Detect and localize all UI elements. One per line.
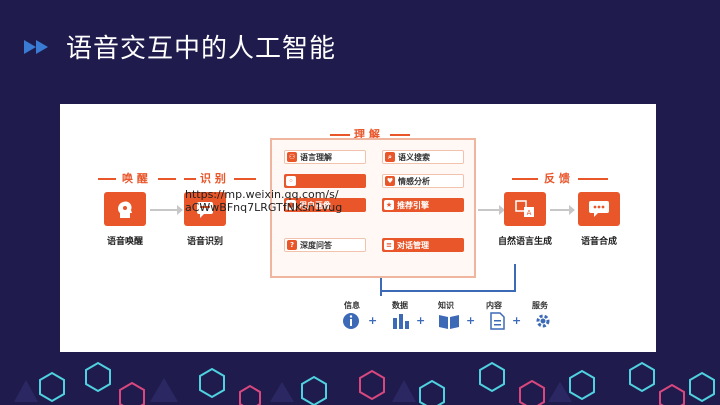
foundation-label: 数据 — [392, 301, 408, 310]
foundation-label: 服务 — [532, 301, 548, 310]
wake-head-icon — [104, 192, 146, 226]
understand-item-label: 推荐引擎 — [397, 200, 429, 210]
emotion-icon: ♥ — [385, 176, 395, 186]
understand-item: ⌕ 语义搜索 — [382, 150, 464, 164]
understand-item-label: 对话管理 — [397, 240, 429, 250]
understand-item-label: 用户画像 — [299, 200, 331, 210]
info-icon — [343, 313, 359, 329]
understand-item-label: 情感分析 — [398, 176, 430, 186]
understand-item: ≡ 对话管理 — [382, 238, 464, 252]
document-icon — [490, 312, 505, 330]
people-icon: ⚇ — [287, 152, 297, 162]
voice-ai-diagram: 唤 醒 识 别 理 解 反 馈 语音唤醒 语音识别 ⚇ 语言理解 ◦ ● 用户画… — [60, 104, 656, 352]
understand-item: ★ 推荐引擎 — [382, 198, 464, 212]
svg-text:A: A — [527, 209, 532, 217]
url-line: https://mp.weixin.qq.com/s/ — [185, 188, 339, 201]
book-icon — [439, 315, 459, 329]
user-icon: ● — [286, 200, 296, 210]
connector-line — [380, 278, 382, 290]
double-chevron-icon — [24, 38, 54, 56]
speech-bubble-icon — [578, 192, 620, 226]
divider — [390, 134, 410, 136]
connector-line — [514, 264, 516, 292]
divider — [184, 178, 196, 180]
section-label-feedback: 反 馈 — [544, 172, 570, 185]
source-url-watermark: https://mp.weixin.qq.com/s/ aCWwBFnq7LRG… — [185, 188, 342, 214]
understand-item-label: 深度问答 — [300, 240, 332, 250]
divider — [512, 178, 538, 180]
dialog-icon: ≡ — [384, 240, 394, 250]
understand-item: ● 用户画像 — [284, 198, 366, 212]
recognize-icon — [184, 192, 226, 226]
step-caption-synthesize: 语音合成 — [580, 237, 617, 247]
connector-line — [380, 290, 516, 292]
section-label-recognize: 识 别 — [200, 172, 226, 185]
section-label-wake: 唤 醒 — [122, 172, 148, 185]
language-generate-icon: A — [504, 192, 546, 226]
understand-item: ? 深度问答 — [284, 238, 366, 252]
recommend-icon: ★ — [384, 200, 394, 210]
understand-item-label: 语义搜索 — [398, 152, 430, 162]
divider — [578, 178, 608, 180]
divider — [158, 178, 176, 180]
plus-sign: + — [512, 314, 522, 327]
flow-arrow — [550, 205, 575, 215]
understand-item: ⚇ 语言理解 — [284, 150, 366, 164]
understand-item: ♥ 情感分析 — [382, 174, 464, 188]
slide-title: 语音交互中的人工智能 — [66, 34, 337, 64]
qa-icon: ? — [287, 240, 297, 250]
bar-chart-icon — [393, 314, 409, 329]
flow-arrow — [478, 205, 505, 215]
step-caption-recognize: 语音识别 — [186, 237, 223, 247]
understand-item-label: 语言理解 — [300, 152, 332, 162]
foundation-label: 内容 — [486, 301, 502, 310]
hexagon-decoration — [14, 361, 715, 405]
bubble-icon: ◦ — [286, 176, 296, 186]
step-caption-generate: 自然语言生成 — [497, 237, 552, 247]
divider — [234, 178, 256, 180]
section-label-understand: 理 解 — [354, 128, 380, 141]
connector-line — [380, 290, 382, 296]
plus-sign: + — [416, 314, 426, 327]
divider — [98, 178, 116, 180]
search-icon: ⌕ — [385, 152, 395, 162]
url-line: aCWwBFnq7LRGTfNKsn1vug — [185, 201, 343, 214]
flow-arrow — [150, 205, 183, 215]
plus-sign: + — [466, 314, 476, 327]
gear-icon — [536, 314, 550, 328]
understand-item: ◦ — [284, 174, 366, 188]
step-caption-wake: 语音唤醒 — [106, 237, 143, 247]
foundation-label: 信息 — [344, 301, 360, 310]
plus-sign: + — [368, 314, 378, 327]
foundation-label: 知识 — [438, 301, 454, 310]
divider — [330, 134, 350, 136]
slide-title-bar: 语音交互中的人工智能 — [24, 28, 336, 65]
